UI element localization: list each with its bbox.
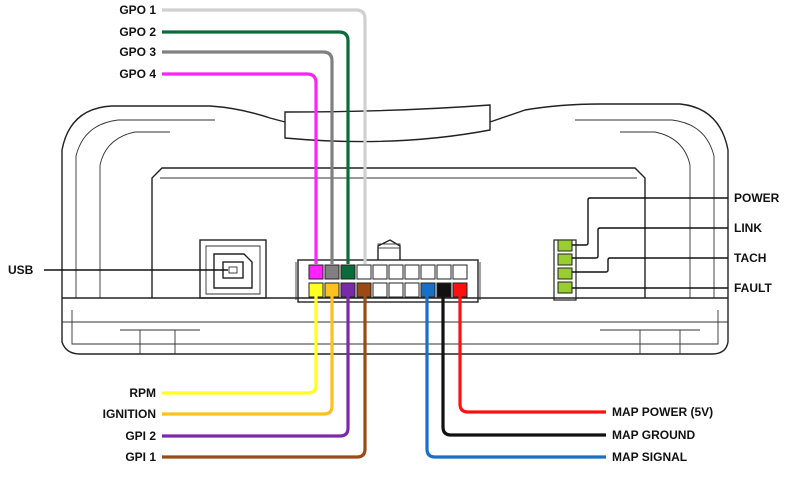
wire-gpo1 bbox=[162, 8, 367, 264]
label-map-ground: MAP GROUND bbox=[612, 428, 695, 442]
connector-pin-top-3 bbox=[340, 264, 356, 280]
label-link: LINK bbox=[734, 221, 762, 235]
wire-gpi1 bbox=[162, 288, 367, 459]
label-tach: TACH bbox=[734, 251, 766, 265]
connector-pin-bottom-5 bbox=[372, 282, 388, 298]
main-connector bbox=[295, 239, 481, 303]
left-bottom-labels: RPM IGNITION GPI 2 GPI 1 bbox=[103, 386, 157, 464]
wire-gpo3 bbox=[162, 50, 334, 264]
right-bottom-labels: MAP POWER (5V) MAP GROUND MAP SIGNAL bbox=[612, 405, 713, 464]
wire-map-signal bbox=[425, 288, 606, 459]
label-gpo4: GPO 4 bbox=[119, 67, 156, 81]
led-tach bbox=[557, 267, 573, 280]
label-ignition: IGNITION bbox=[103, 407, 156, 421]
wire-rpm bbox=[162, 288, 318, 395]
connector-pins bbox=[308, 264, 468, 298]
led-fault bbox=[557, 281, 573, 294]
connector-pin-top-2 bbox=[324, 264, 340, 280]
connector-pin-top-10 bbox=[452, 264, 468, 280]
connector-pin-bottom-7 bbox=[404, 282, 420, 298]
connector-pin-top-9 bbox=[436, 264, 452, 280]
led-power bbox=[557, 239, 573, 252]
label-gpi2: GPI 2 bbox=[125, 429, 156, 443]
connector-pin-top-5 bbox=[372, 264, 388, 280]
label-gpo1: GPO 1 bbox=[119, 3, 156, 17]
right-top-labels: POWER LINK TACH FAULT bbox=[734, 191, 780, 295]
label-map-signal: MAP SIGNAL bbox=[612, 450, 687, 464]
connector-pin-top-1 bbox=[308, 264, 324, 280]
label-fault: FAULT bbox=[734, 281, 772, 295]
wire-gpo4 bbox=[162, 72, 318, 264]
leader-link bbox=[572, 227, 728, 259]
leader-tach bbox=[572, 257, 728, 273]
wires bbox=[162, 8, 606, 459]
label-power: POWER bbox=[734, 191, 780, 205]
wire-gpi2 bbox=[162, 288, 350, 438]
wire-map-ground bbox=[441, 288, 606, 437]
connector-pin-bottom-6 bbox=[388, 282, 404, 298]
label-gpi1: GPI 1 bbox=[125, 450, 156, 464]
wire-gpo2 bbox=[162, 30, 350, 264]
leader-power bbox=[572, 197, 728, 246]
connector-pin-top-4 bbox=[356, 264, 372, 280]
usb-port bbox=[199, 239, 267, 299]
label-usb: USB bbox=[8, 263, 34, 277]
label-gpo3: GPO 3 bbox=[119, 45, 156, 59]
label-gpo2: GPO 2 bbox=[119, 25, 156, 39]
status-leds bbox=[553, 239, 577, 301]
led-link bbox=[557, 253, 573, 266]
connector-pin-top-6 bbox=[388, 264, 404, 280]
wire-map-power bbox=[458, 288, 606, 414]
wire-ignition bbox=[162, 288, 334, 416]
leader-lines bbox=[44, 197, 728, 289]
device-housing bbox=[61, 103, 729, 355]
label-rpm: RPM bbox=[129, 386, 156, 400]
connector-pin-top-8 bbox=[420, 264, 436, 280]
label-map-power: MAP POWER (5V) bbox=[612, 405, 713, 419]
connector-pin-top-7 bbox=[404, 264, 420, 280]
left-top-labels: GPO 1 GPO 2 GPO 3 GPO 4 bbox=[119, 3, 156, 81]
